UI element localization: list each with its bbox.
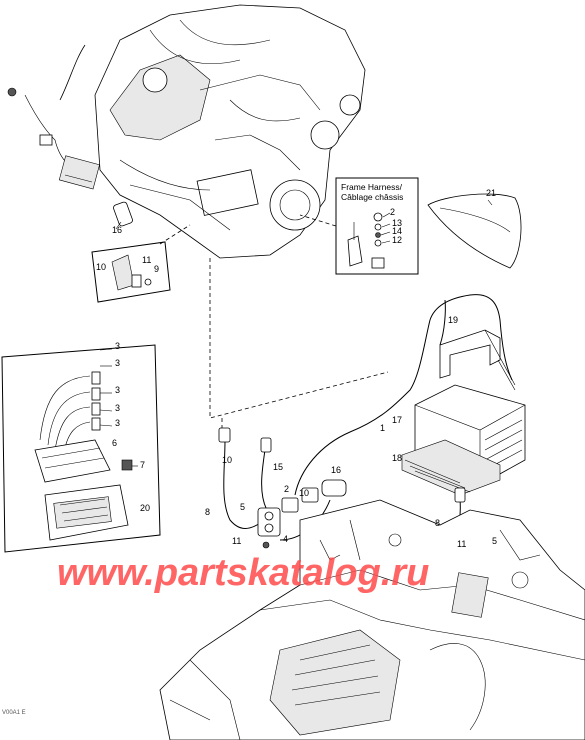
callout-c16b: 16 (331, 465, 341, 475)
callout-c7: 7 (140, 460, 145, 470)
inset-title-line1: Frame Harness/ (341, 182, 403, 192)
callout-c3d: 3 (115, 403, 120, 413)
callout-c3e: 3 (115, 418, 120, 428)
callout-c13: 13 (392, 218, 402, 228)
callout-c14: 14 (392, 226, 402, 236)
callout-c11a: 11 (142, 255, 151, 265)
chassis-frame (159, 499, 585, 740)
routing-guide (209, 258, 389, 419)
callout-c2b: 2 (284, 484, 289, 494)
callout-c1: 1 (380, 423, 385, 433)
main-harness-cable (294, 294, 513, 496)
inset-frame-harness: Frame Harness/ Câblage châssis (299, 177, 419, 275)
engine-assembly (7, 4, 366, 259)
callout-c9: 9 (154, 264, 159, 274)
part-16-fuse (113, 201, 133, 230)
callout-c19: 19 (448, 315, 458, 325)
part-21-pad (427, 193, 522, 269)
callout-c20: 20 (140, 503, 150, 513)
callout-c10b: 10 (222, 455, 232, 465)
callout-c3c: 3 (115, 385, 120, 395)
inset-fuse-box (1, 344, 161, 553)
callout-c8a: 8 (205, 507, 210, 517)
watermark: www.partskatalog.ru (57, 552, 429, 594)
callout-c2a: 2 (390, 207, 395, 217)
callout-c12: 12 (392, 235, 402, 245)
part-19-strap (439, 329, 516, 391)
callout-c8b: 8 (435, 518, 440, 528)
callout-c5b: 5 (492, 536, 497, 546)
callout-c21: 21 (486, 188, 496, 198)
callout-c10c: 10 (299, 488, 309, 498)
callout-c16a: 16 (112, 225, 122, 235)
callout-c5a: 5 (240, 502, 245, 512)
callout-c4: 4 (283, 534, 288, 544)
cable-15 (260, 437, 272, 513)
battery-assembly (401, 384, 526, 496)
callout-c15: 15 (273, 462, 283, 472)
callout-c17: 17 (392, 415, 402, 425)
callout-c10a: 10 (96, 262, 106, 272)
cable-8-left (218, 427, 263, 529)
solenoid-block (257, 479, 347, 549)
callout-c11c: 11 (457, 539, 466, 549)
image-code: V00A1 E (2, 710, 26, 716)
callout-c18: 18 (392, 453, 402, 463)
callout-c6: 6 (112, 438, 117, 448)
callout-c3a: 3 (115, 341, 120, 351)
inset-title-line2: Câblage châssis (341, 192, 403, 202)
inset-relay-bracket (91, 224, 191, 303)
callout-c3b: 3 (115, 358, 120, 368)
callout-c11b: 11 (232, 536, 241, 546)
